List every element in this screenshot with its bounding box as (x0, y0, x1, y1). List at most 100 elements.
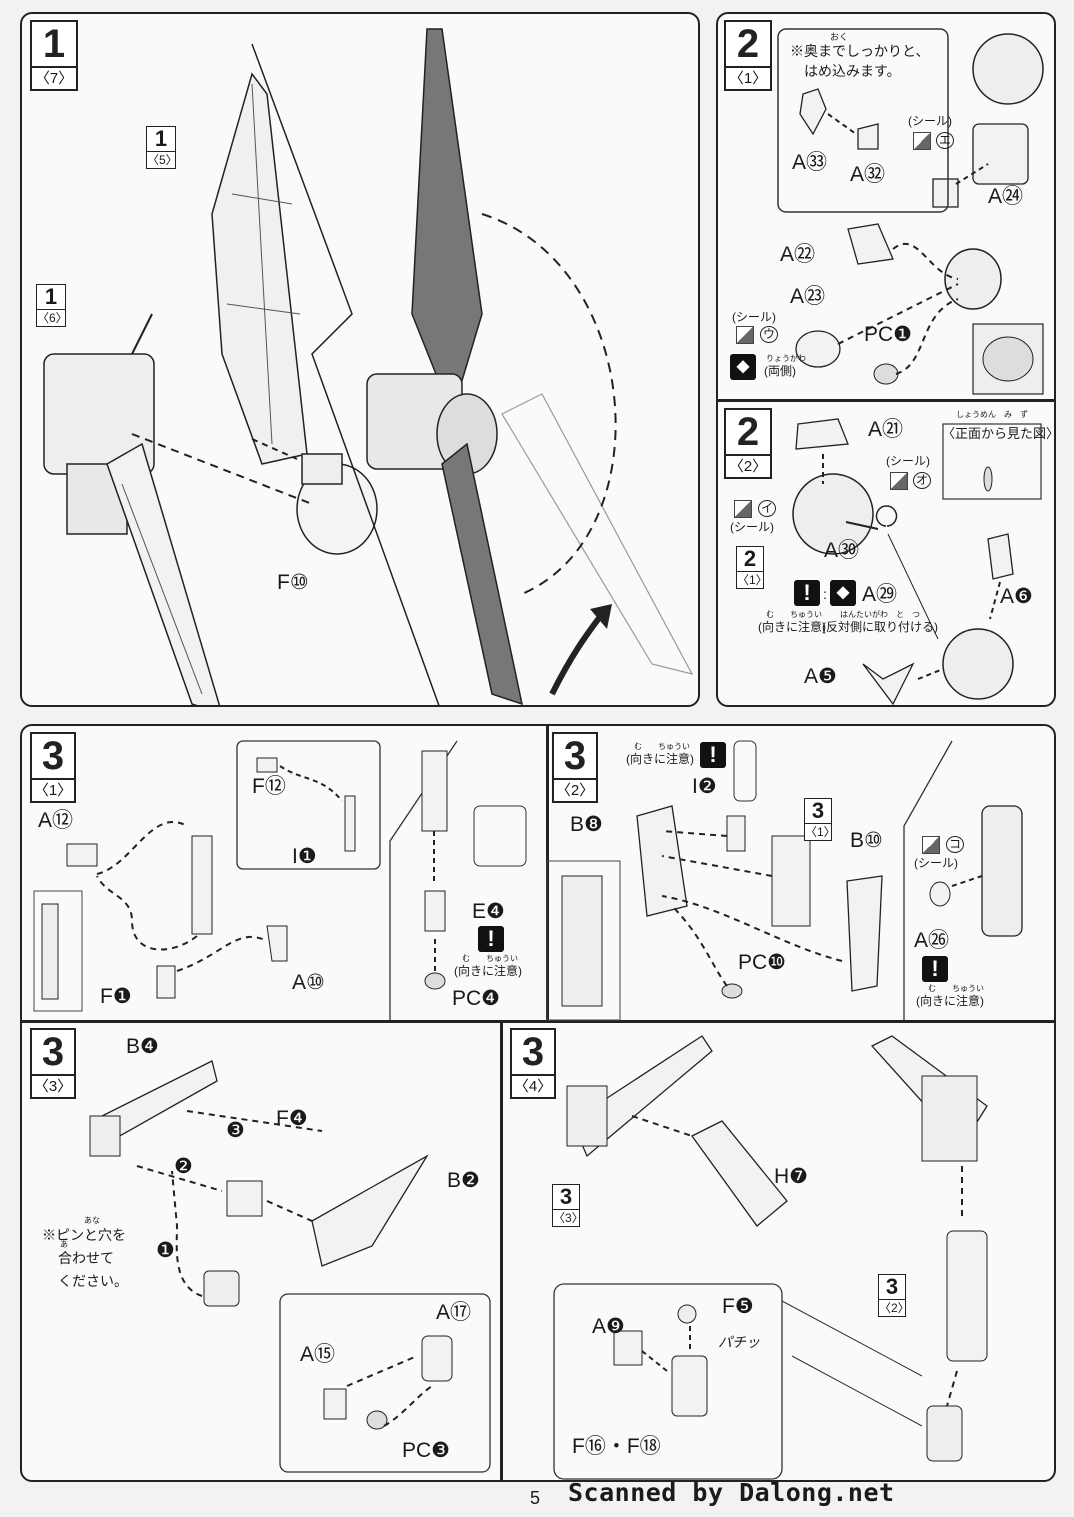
part-a6: A❻ (1000, 585, 1033, 608)
ref-number: 2 (737, 547, 763, 572)
seal-label: (シール) (914, 856, 958, 870)
ref-number: 1 (147, 127, 175, 152)
order-3: ❸ (226, 1119, 245, 1142)
seal-icon (913, 132, 931, 150)
step-substep: 〈7〉 (34, 70, 74, 87)
part-a12: A⑫ (38, 809, 74, 832)
caution-note: (向きに注意) (758, 620, 826, 634)
part-f16-f18: F⑯・F⑱ (572, 1435, 661, 1458)
step-number: 2 (726, 410, 770, 456)
seal-label: (シール) (908, 114, 952, 128)
step-substep: 〈1〉 (33, 782, 73, 799)
caution-ruby: む ちゅうい (766, 610, 822, 619)
part-f4: F❹ (276, 1107, 308, 1130)
step-3-illustration (33, 740, 1023, 1480)
panel-divider (718, 399, 1054, 402)
part-pcj: PC❿ (738, 951, 786, 974)
part-i1: I❶ (292, 845, 317, 868)
part-f5: F❺ (722, 1295, 754, 1318)
step-substep: 〈4〉 (513, 1078, 553, 1095)
ref-sub: 〈6〉 (37, 311, 68, 325)
part-b2: B❷ (447, 1169, 480, 1192)
ref-sub: 〈1〉 (805, 825, 836, 839)
seal-kana: ウ (760, 326, 779, 343)
part-f12: F⑫ (252, 775, 286, 798)
opposite-side-icon: ◆ (830, 580, 856, 606)
seal-label: (シール) (732, 310, 776, 324)
part-pc1: PC❶ (864, 323, 912, 346)
front-view-ruby: しょうめん み ず (956, 410, 1028, 419)
step-number-box: 2 〈1〉 (724, 20, 772, 91)
ref-number: 3 (879, 1275, 905, 1300)
page-number: 5 (530, 1488, 541, 1508)
seal-icon (736, 326, 754, 344)
colon: : (823, 586, 827, 602)
part-a22: A㉒ (780, 243, 816, 266)
step-substep: 〈3〉 (33, 1078, 73, 1095)
part-a5: A❺ (804, 665, 837, 688)
caution-ruby: む ちゅうい (928, 984, 984, 993)
step-substep: 〈2〉 (555, 782, 595, 799)
part-b10: B⑩ (850, 829, 883, 852)
step-number: 3 (554, 734, 596, 780)
part-a30: A㉚ (824, 539, 860, 562)
part-a15: A⑮ (300, 1343, 336, 1366)
step-number-box: 1 〈7〉 (30, 20, 78, 91)
scan-credit: Scanned by Dalong.net (568, 1478, 895, 1507)
seal-kana: コ (946, 836, 965, 853)
part-a23: A㉓ (790, 285, 826, 308)
opposite-ruby: はんたいがわ と つ (840, 610, 920, 619)
seal-icon (890, 472, 908, 490)
ref-step-3-1: 3 〈1〉 (804, 798, 836, 841)
pin-note-ruby: あ (60, 1240, 68, 1249)
part-f10: F⑩ (277, 571, 309, 594)
front-view-caption: 〈正面から見た図〉 (942, 426, 1056, 441)
step-number-box: 2 〈2〉 (724, 408, 772, 479)
part-b8: B❽ (570, 813, 603, 836)
order-1: ❶ (156, 1239, 175, 1262)
opposite-note: (反対側に取り付ける) (822, 620, 938, 634)
step-substep: 〈2〉 (728, 458, 768, 475)
part-a17: A⑰ (436, 1301, 472, 1324)
both-sides-note: (両側) (764, 364, 796, 378)
pin-note-line-3: ください。 (58, 1273, 128, 1289)
note-push-in-line-1: ※奥までしっかりと、 (790, 43, 930, 59)
mirror-both-sides-icon: ◆ (730, 354, 756, 380)
note-push-in-line-2: はめ込みます。 (804, 63, 901, 79)
part-pcc: PC❸ (402, 1439, 450, 1462)
caution-icon: ! (922, 956, 948, 982)
caution-note: (向きに注意) (916, 994, 984, 1008)
ref-step-2-1: 2 〈1〉 (736, 546, 768, 589)
step-2-illustration (777, 28, 1044, 705)
step-1-7-illustration (43, 28, 694, 705)
seal-icon (922, 836, 940, 854)
caution-icon: ! (700, 742, 726, 768)
part-a33: A㉝ (792, 151, 828, 174)
seal-kana: イ (758, 500, 777, 517)
ref-step-3-3: 3 〈3〉 (552, 1184, 584, 1227)
step-substep: 〈1〉 (728, 70, 768, 87)
ref-sub: 〈3〉 (553, 1211, 584, 1225)
step-3-panel: 3 〈1〉 A⑫ F⑫ I❶ F❶ A⑩ E❹ ! む ちゅうい (向きに注意)… (20, 724, 1056, 1482)
step-number-box: 3 〈3〉 (30, 1028, 76, 1099)
step-number-box: 3 〈4〉 (510, 1028, 556, 1099)
panel-divider (22, 1020, 1054, 1023)
part-a26: A㉖ (914, 929, 950, 952)
step-number-box: 3 〈1〉 (30, 732, 76, 803)
ref-sub: 〈2〉 (879, 1301, 910, 1315)
snap-sound: パチッ (718, 1334, 760, 1350)
caution-note: (向きに注意) (626, 752, 694, 766)
ref-step-3-2: 3 〈2〉 (878, 1274, 910, 1317)
seal-label: (シール) (730, 520, 774, 534)
step-2-panel: 2 〈1〉 おく ※奥までしっかりと、 はめ込みます。 A㉝ A㉜ (シール) … (716, 12, 1056, 707)
seal-kana: オ (913, 472, 932, 489)
step-number: 3 (32, 734, 74, 780)
step-number: 3 (32, 1030, 74, 1076)
step-number: 3 (512, 1030, 554, 1076)
pin-note-line-1: ※ピンと穴を (42, 1227, 126, 1243)
part-a21: A㉑ (868, 418, 904, 441)
order-2: ❷ (174, 1155, 193, 1178)
panel-divider (500, 1020, 503, 1480)
ref-number: 3 (805, 799, 831, 824)
seal-label: (シール) (886, 454, 930, 468)
